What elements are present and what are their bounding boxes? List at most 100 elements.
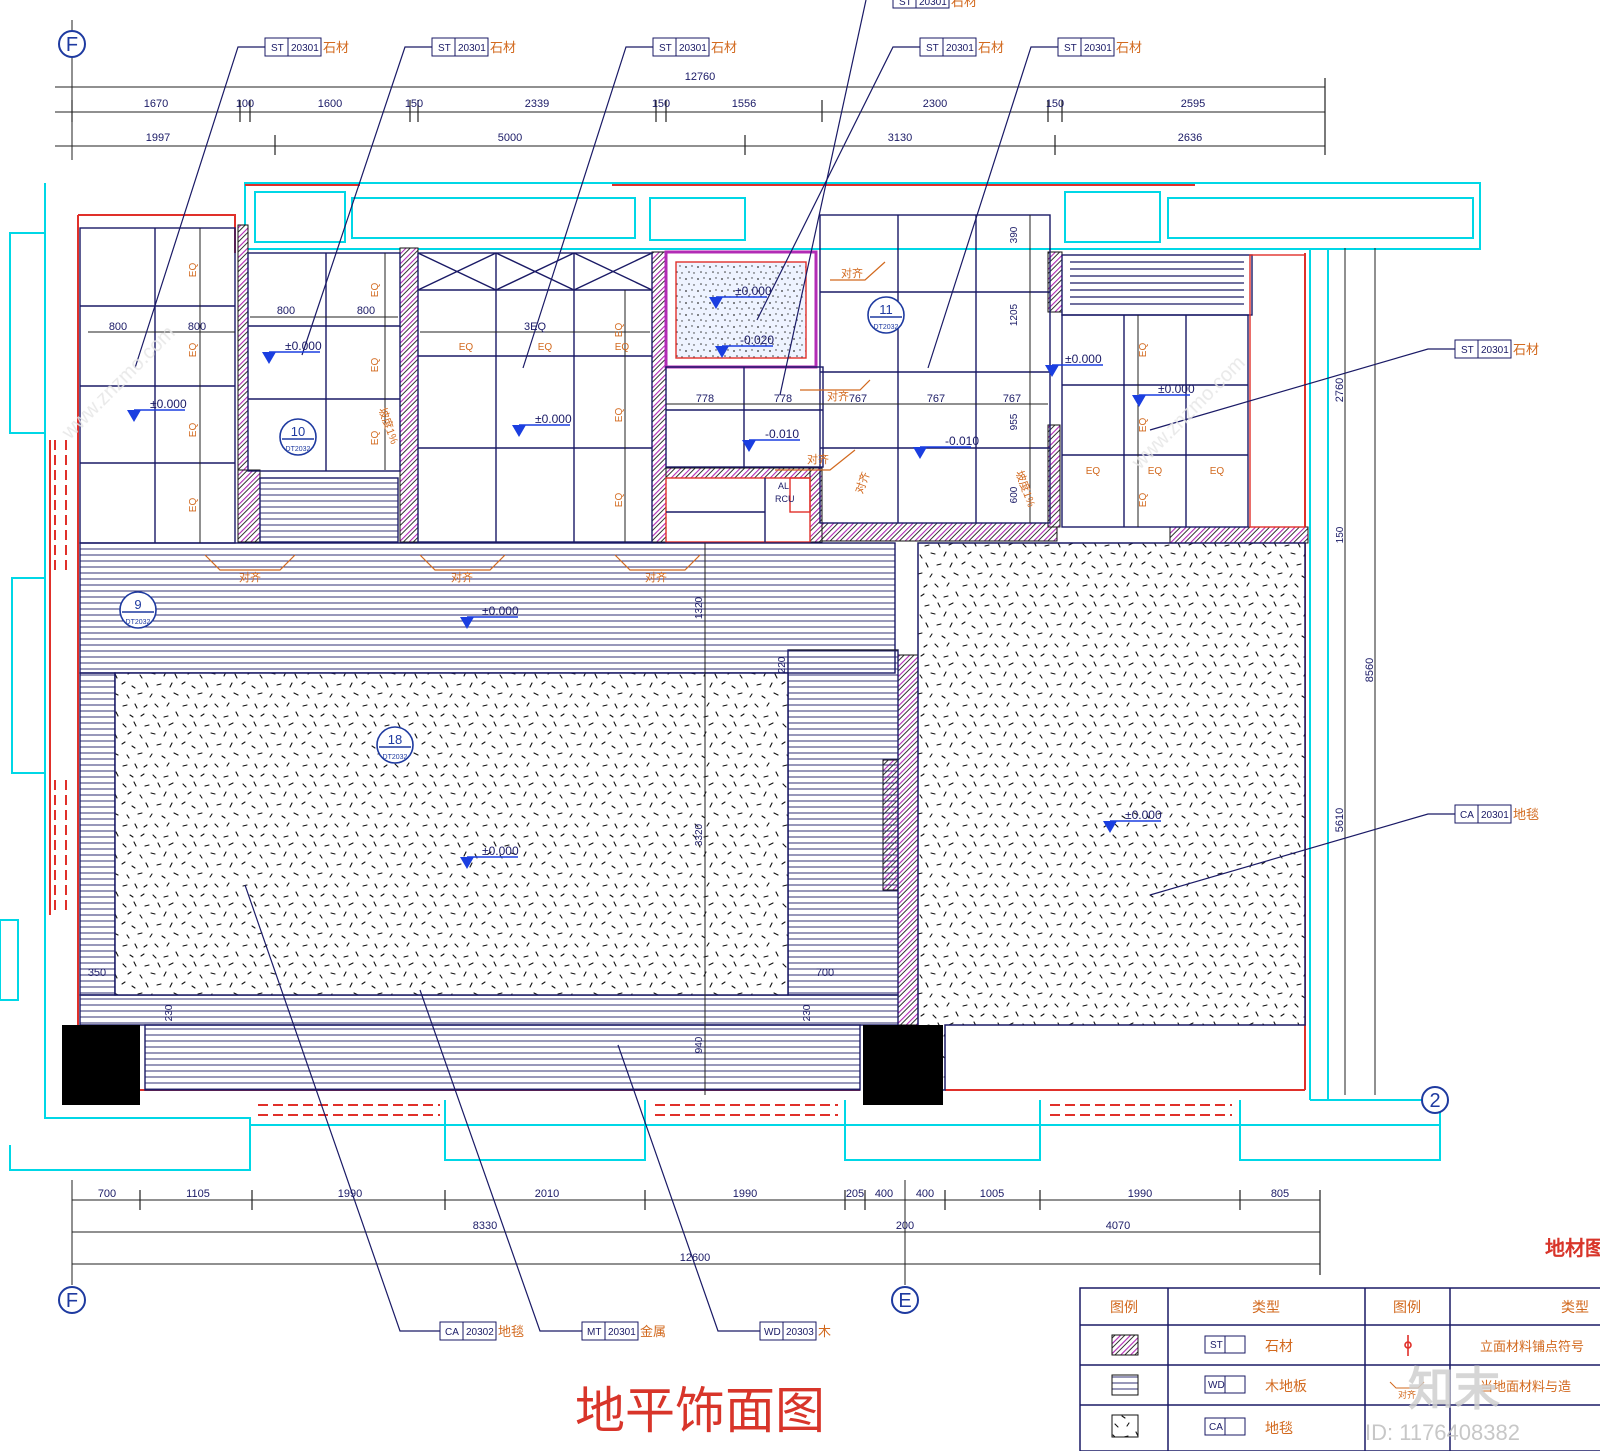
level-text: ±0.000	[482, 604, 519, 618]
tag-code: ST	[926, 43, 939, 54]
tag-name: 木	[818, 1324, 831, 1339]
panel-rcu: RCU	[775, 494, 795, 504]
dim-1997: 1997	[146, 132, 170, 144]
page-title: 地平饰面图	[575, 1383, 825, 1439]
dimension-lines	[55, 20, 1376, 1285]
level-text: ±0.000	[1065, 352, 1102, 366]
legend-name-wd: 木地板	[1265, 1378, 1307, 1394]
legend-swatch-carpet	[1111, 1414, 1139, 1438]
tag-name: 金属	[640, 1324, 666, 1339]
bathroom-tiles	[664, 250, 824, 543]
tag-code: ST	[1064, 43, 1077, 54]
dim-3eq: 3EQ	[524, 321, 546, 333]
exterior-window-dashes	[54, 440, 1232, 1116]
material-tag-st-4: ST 20301 石材	[919, 37, 1004, 57]
dim-top-overall: 12760	[685, 71, 716, 83]
level-text: -0.010	[945, 434, 979, 448]
dim-b-700: 700	[98, 1188, 116, 1200]
callout-11-ref: DT2032	[874, 324, 899, 331]
dim-350: 350	[88, 967, 106, 979]
dim-955: 955	[1009, 413, 1020, 430]
eq-label: EQ	[188, 263, 199, 278]
callout-10-num: 10	[291, 424, 305, 439]
dim-top-row2: 1997 5000 3130 2636	[146, 132, 1202, 144]
dim-5000: 5000	[498, 132, 522, 144]
eq-label: EQ	[459, 342, 474, 353]
dim-b-8330: 8330	[473, 1220, 497, 1232]
legend-pin-symbol	[1404, 1335, 1412, 1356]
align-label: 对齐	[827, 389, 849, 403]
material-tag-st-3: ST 20301 石材	[652, 37, 737, 57]
align-label: 对齐	[645, 570, 667, 584]
dim-778-a: 778	[696, 393, 714, 405]
legend-name-st: 石材	[1265, 1338, 1293, 1354]
detail-callout-bubbles	[119, 296, 905, 764]
dim-230-b: 230	[802, 1004, 813, 1021]
dim-767-c: 767	[1003, 393, 1021, 405]
eq-label: EQ	[614, 323, 625, 338]
dim-778-b: 778	[774, 393, 792, 405]
dim-bottom-overall: 12600	[680, 1252, 711, 1264]
dim-r-150: 150	[1335, 526, 1346, 543]
tag-name: 石材	[490, 40, 516, 55]
tag-num: 20301	[1481, 345, 1509, 356]
legend-title: 地材图	[1545, 1237, 1600, 1260]
material-tag-st-top: ST 20301 石材	[892, 0, 977, 9]
grid-label-e: E	[898, 1290, 911, 1312]
align-label: 对齐	[239, 570, 261, 584]
inner-dimension-labels: 800 800 800 800 3EQ 778 778 767 767 767 …	[88, 305, 1021, 979]
legend-code-ca: CA	[1209, 1422, 1223, 1433]
dim-bottom-row2: 8330 200 4070	[473, 1220, 1130, 1232]
tag-num: 20301	[946, 43, 974, 54]
eq-label: EQ	[188, 423, 199, 438]
callout-18-num: 18	[388, 732, 402, 747]
room-far-right-stone-tiles	[1061, 254, 1306, 528]
tag-name: 石材	[1513, 342, 1539, 357]
legend-table: 地材图 图例 类型 图例 类型 ST 石材 WD 木地板 CA 地毯 立面材料铺…	[1079, 1237, 1600, 1451]
dim-600: 600	[1009, 486, 1020, 503]
dim-bottom-row1: 700 1105 1990 2010 1990 205 400 400 1005…	[98, 1188, 1289, 1200]
dim-r-2760: 2760	[1334, 378, 1346, 402]
align-brackets	[204, 261, 886, 571]
material-tag-st-1: ST 20301 石材	[264, 37, 349, 57]
dim-800-b: 800	[188, 321, 206, 333]
room-middle-stone-tiles	[417, 252, 653, 543]
dim-230-a: 230	[164, 1004, 175, 1021]
eq-label: EQ	[370, 283, 381, 298]
tag-code: CA	[1460, 810, 1474, 821]
align-label: 对齐	[841, 266, 863, 280]
inner-dimension-vertical: 390 1205 955 600 1320 220 3320 940 230 2…	[164, 226, 1020, 1053]
panel-al: AL	[778, 481, 789, 491]
dim-100: 100	[236, 98, 254, 110]
level-text: -0.010	[765, 427, 799, 441]
dim-1205: 1205	[1009, 303, 1020, 326]
material-tag-wd-bottom: WD 20303 木	[759, 1321, 831, 1341]
dim-800-a: 800	[109, 321, 127, 333]
dim-b-1990c: 1990	[1128, 1188, 1152, 1200]
material-tag-st-5: ST 20301 石材	[1057, 37, 1142, 57]
callout-18-ref: DT2032	[383, 754, 408, 761]
grid-bubbles	[58, 30, 1449, 1314]
dim-3130: 3130	[888, 132, 912, 144]
tag-name: 地毯	[498, 1324, 524, 1339]
dim-b-1005: 1005	[980, 1188, 1004, 1200]
eq-label: EQ	[188, 498, 199, 513]
dim-top-row1: 1670 100 1600 150 2339 150 1556 2300 150…	[144, 98, 1205, 110]
material-tag-ca-right: CA 20301 地毯	[1454, 804, 1539, 824]
tag-name: 石材	[711, 40, 737, 55]
dim-767-a: 767	[849, 393, 867, 405]
callout-10-ref: DT2032	[286, 446, 311, 453]
dim-3320: 3320	[694, 823, 705, 846]
eq-label: EQ	[1210, 466, 1225, 477]
dim-r-8560: 8560	[1364, 658, 1376, 682]
watermark-id: ID: 1176408382	[1365, 1420, 1520, 1445]
level-text: ±0.000	[285, 339, 322, 353]
grid-label-f-bottom: F	[66, 1290, 78, 1312]
tag-num: 20301	[458, 43, 486, 54]
level-text: ±0.000	[535, 412, 572, 426]
room-second-stone-tiles	[247, 252, 401, 543]
align-label: 对齐	[852, 470, 873, 495]
tag-name: 石材	[1116, 40, 1142, 55]
dim-1600: 1600	[318, 98, 342, 110]
